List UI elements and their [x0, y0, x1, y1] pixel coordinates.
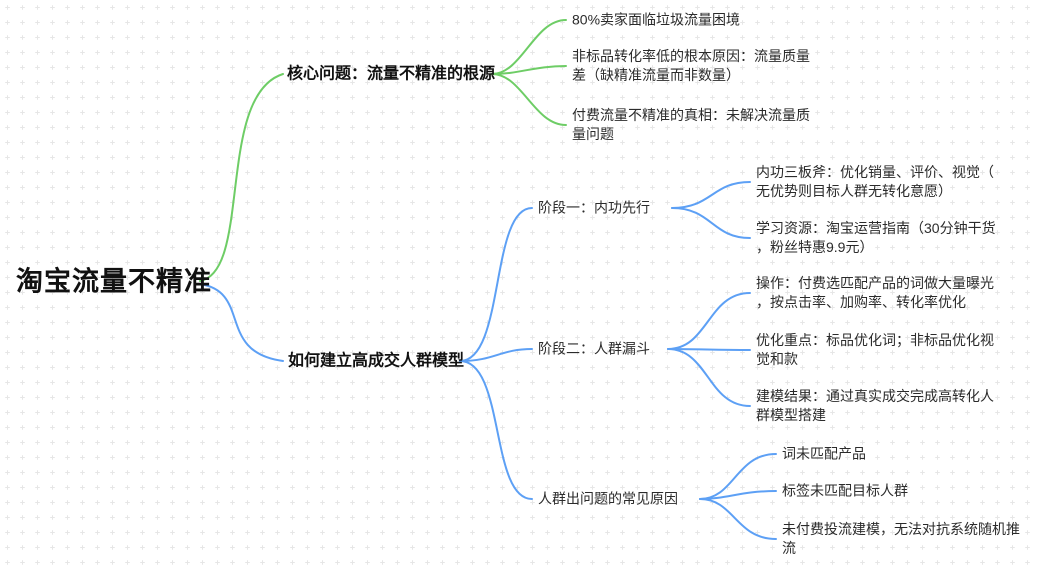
connector-stage-two-to-modeling [667, 348, 751, 407]
node-root[interactable]: 淘宝流量不精准 [16, 266, 212, 297]
leaf-learning-resource[interactable]: 学习资源：淘宝运营指南（30分钟干货 ，粉丝特惠9.9元） [756, 220, 996, 255]
connector-core-to-garbage-traffic [491, 19, 567, 75]
connector-causes-to-word-mismatch [699, 453, 777, 500]
leaf-internal-three-axes[interactable]: 内功三板斧：优化销量、评价、视觉（ 无优势则目标人群无转化意愿） [756, 164, 994, 199]
connector-crowd-to-stage-two [459, 348, 533, 362]
connector-stage-one-to-learning [671, 207, 751, 239]
leaf-modeling-result[interactable]: 建模结果：通过真实成交完成高转化人 群模型搭建 [756, 388, 994, 423]
connector-crowd-to-causes [459, 360, 533, 500]
node-crowd-problem-causes[interactable]: 人群出问题的常见原因 [538, 490, 678, 507]
connector-root-to-core-problem [199, 73, 284, 282]
leaf-tag-mismatch[interactable]: 标签未匹配目标人群 [782, 482, 908, 499]
leaf-no-paid-modeling[interactable]: 未付费投流建模，无法对抗系统随机推 流 [782, 521, 1020, 556]
connector-core-to-paid-truth [491, 73, 567, 126]
leaf-garbage-traffic[interactable]: 80%卖家面临垃圾流量困境 [572, 11, 741, 28]
leaf-nonstandard-conversion[interactable]: 非标品转化率低的根本原因：流量质量 差（缺精准流量而非数量） [572, 48, 810, 83]
connector-stage-two-to-focus [667, 348, 751, 351]
leaf-paid-traffic-truth[interactable]: 付费流量不精准的真相：未解决流量质 量问题 [572, 107, 810, 142]
connector-stage-two-to-operation [667, 292, 751, 350]
leaf-operation[interactable]: 操作：付费选匹配产品的词做大量曝光 ，按点击率、加购率、转化率优化 [756, 275, 994, 310]
connector-core-to-nonstandard [491, 65, 567, 75]
connector-stage-one-to-three-axes [671, 181, 751, 209]
connector-causes-to-no-paid [699, 498, 777, 540]
leaf-optimization-focus[interactable]: 优化重点：标品优化词；非标品优化视 觉和款 [756, 332, 994, 367]
connector-crowd-to-stage-one [459, 207, 533, 362]
node-stage-one[interactable]: 阶段一：内功先行 [538, 199, 650, 216]
node-stage-two[interactable]: 阶段二：人群漏斗 [538, 340, 650, 357]
branch-core-problem[interactable]: 核心问题：流量不精准的根源 [287, 65, 496, 83]
leaf-word-mismatch[interactable]: 词未匹配产品 [782, 445, 866, 462]
branch-crowd-model[interactable]: 如何建立高成交人群模型 [288, 352, 465, 370]
connector-root-to-crowd-model [199, 283, 284, 362]
